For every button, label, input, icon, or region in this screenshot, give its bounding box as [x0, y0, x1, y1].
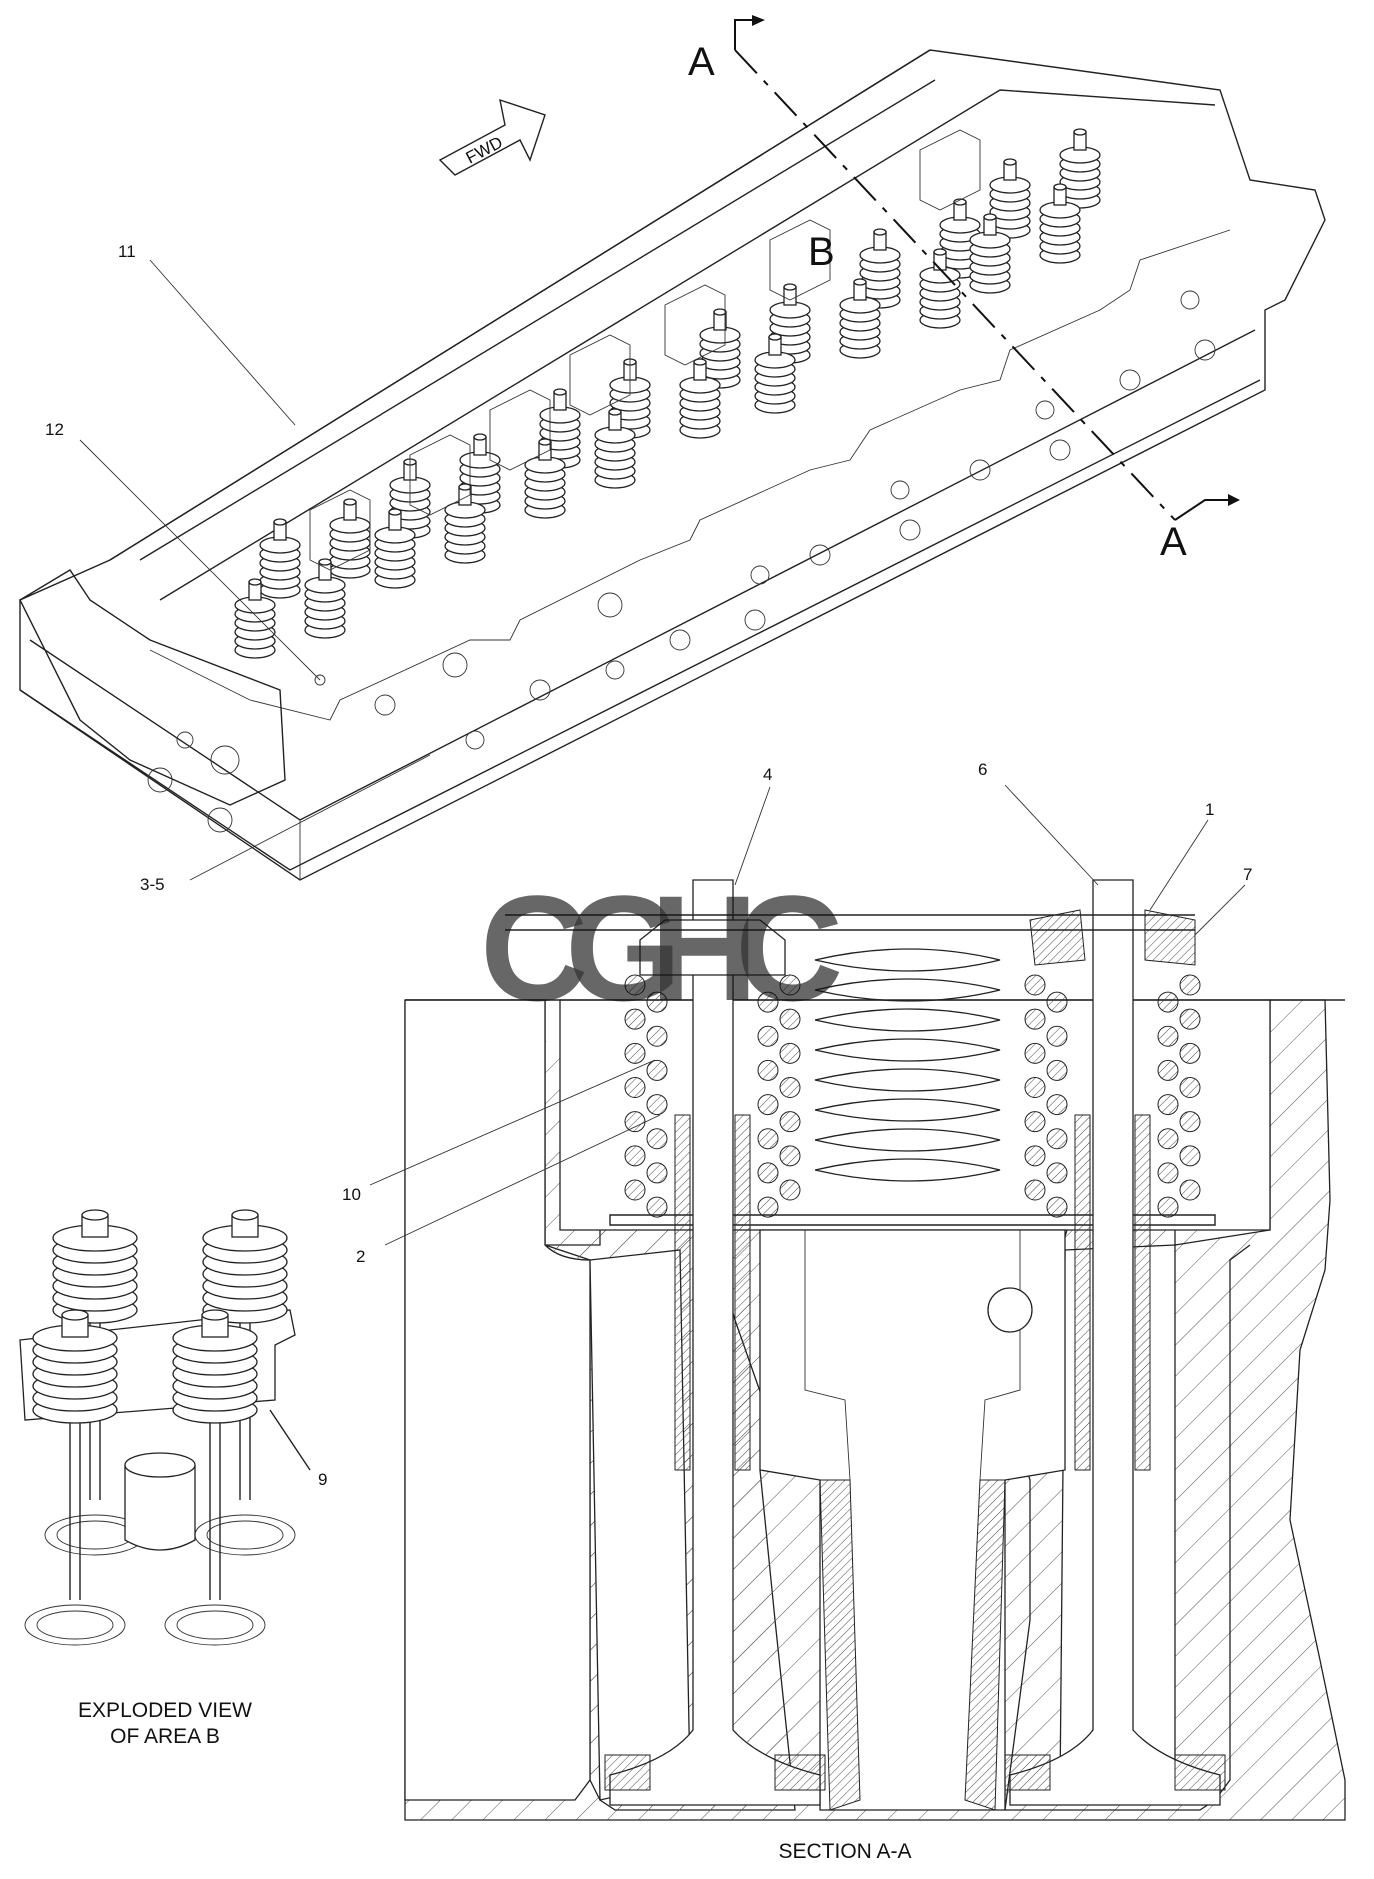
- exploded-view-area-b: 9 EXPLODED VIEW OF AREA B: [19, 1209, 327, 1748]
- valve-spring-stack: [1059, 128, 1101, 209]
- area-marker-b: B: [808, 230, 835, 274]
- valve-spring-stack: [699, 308, 741, 389]
- watermark-letter: H: [650, 864, 758, 1032]
- callout-10: 10: [342, 1185, 361, 1204]
- valve-spring-stack: [524, 438, 566, 519]
- exploded-valve-stack: [172, 1309, 258, 1600]
- callout-11: 11: [118, 242, 136, 261]
- section-line-a-a: A A B: [688, 15, 1240, 564]
- watermark-letter: C: [735, 864, 843, 1032]
- watermark-letter: G: [565, 864, 682, 1032]
- callout-3-5: 3-5: [140, 875, 165, 894]
- valve-spring-stack: [1039, 183, 1081, 264]
- valve-spring-stack: [919, 248, 961, 329]
- rocker-pedestals: [309, 129, 981, 571]
- callout-7: 7: [1243, 865, 1252, 884]
- fwd-label: FWD: [463, 133, 506, 168]
- caption-section: SECTION A-A: [778, 1840, 911, 1863]
- valve-spring-right: [1024, 974, 1201, 1218]
- callout-12: 12: [45, 420, 64, 439]
- exploded-valve-stack: [32, 1309, 118, 1600]
- valve-spring-stacks: [234, 128, 1101, 659]
- valve-spring-stack: [234, 578, 276, 659]
- valve-assembly-right: [1004, 879, 1226, 1806]
- valve-spring-stack: [444, 483, 486, 564]
- cylinder-head-view: FWD A A B 11 12 3-5: [19, 15, 1326, 894]
- callout-9: 9: [318, 1470, 327, 1489]
- valve-spring-stack: [754, 333, 796, 414]
- side-bolt-holes: [147, 290, 1216, 833]
- valve-spring-stack: [304, 558, 346, 639]
- valve-spring-stack: [679, 358, 721, 439]
- callout-2: 2: [356, 1247, 365, 1266]
- valve-spring-stack: [989, 158, 1031, 239]
- valve-spring-stack: [594, 408, 636, 489]
- callout-6: 6: [978, 760, 987, 779]
- center-spring: [814, 948, 1001, 1182]
- callout-4: 4: [763, 765, 772, 784]
- valve-spring-stack: [374, 508, 416, 589]
- section-marker-a-bottom: A: [1160, 520, 1187, 564]
- valve-spring-stack: [969, 213, 1011, 294]
- valve-spring-stack: [259, 518, 301, 599]
- valve-assembly-left: [604, 879, 826, 1806]
- callout-1: 1: [1205, 800, 1214, 819]
- exploded-valve-stack: [202, 1209, 288, 1500]
- section-a-a-view: 4 6 1 7 10 2 SECTION A-A: [342, 760, 1346, 1863]
- forward-arrow: FWD: [438, 98, 546, 176]
- caption-exploded-line1: EXPLODED VIEW: [78, 1699, 252, 1722]
- section-marker-a-top: A: [688, 40, 715, 84]
- valve-spring-stack: [839, 278, 881, 359]
- watermark-letter: C: [480, 864, 588, 1032]
- caption-exploded-line2: OF AREA B: [110, 1725, 220, 1748]
- valve-spring-stack: [329, 498, 371, 579]
- valve-spring-left: [624, 974, 801, 1218]
